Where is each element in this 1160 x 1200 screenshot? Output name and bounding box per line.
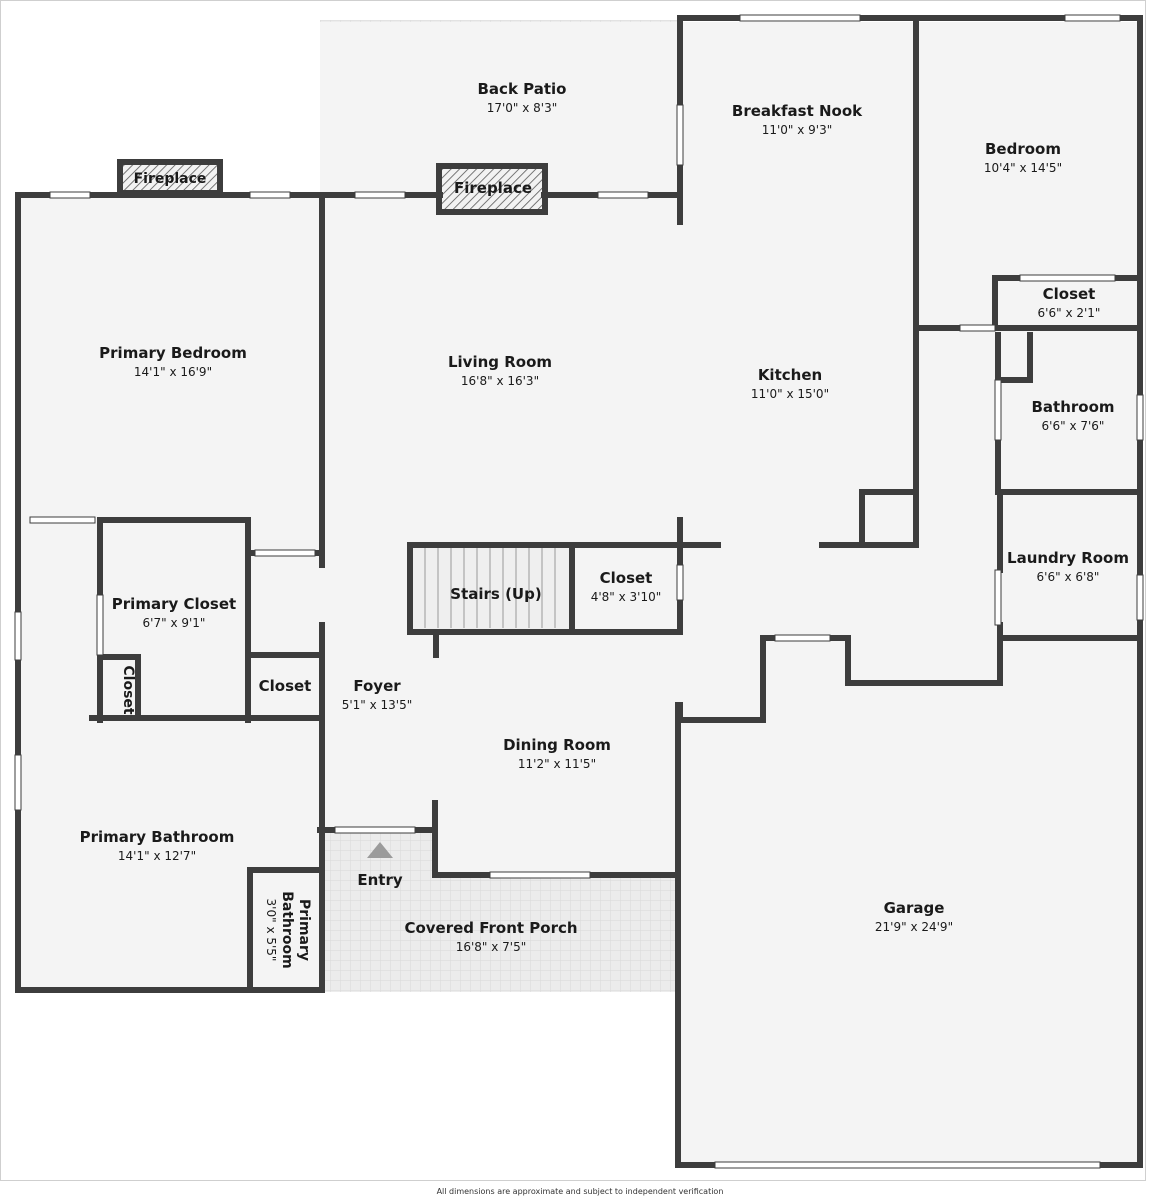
disclaimer: All dimensions are approximate and subje… [436,1187,724,1196]
foyer-name: Foyer [353,677,401,695]
hall-closet-name: Closet [259,677,312,695]
primary-closet-dims: 6'7" x 9'1" [143,616,206,630]
stairs-closet-dims: 4'8" x 3'10" [591,590,662,604]
primary-bedroom-name: Primary Bedroom [99,344,247,362]
entry-label: Entry [357,871,402,889]
fireplace-living-label: Fireplace [454,179,532,197]
breakfast-nook-name: Breakfast Nook [732,102,863,120]
garage-name: Garage [884,899,945,917]
dining-room-dims: 11'2" x 11'5" [518,757,596,771]
laundry-room-name: Laundry Room [1007,549,1129,567]
primary-closet-name: Primary Closet [112,595,236,613]
back-patio-name: Back Patio [478,80,567,98]
bedroom-closet-dims: 6'6" x 2'1" [1038,306,1101,320]
bathroom-name: Bathroom [1031,398,1114,416]
primary-bathroom-name: Primary Bathroom [80,828,235,846]
laundry-room-dims: 6'6" x 6'8" [1037,570,1100,584]
stairs-label: Stairs (Up) [450,585,541,603]
primary-bathroom-wc-label: Primary Bathroom 3'0" x 5'5" [264,891,312,969]
bedroom-name: Bedroom [985,140,1061,158]
walls [15,15,1143,1168]
small-closet-name: Closet [120,665,136,715]
wc-dims: 3'0" x 5'5" [264,899,278,962]
porch-name: Covered Front Porch [404,919,577,937]
bedroom-closet-name: Closet [1043,285,1096,303]
wc-name-line1: Primary [296,899,312,961]
bedroom-dims: 10'4" x 14'5" [984,161,1062,175]
back-patio-dims: 17'0" x 8'3" [487,101,558,115]
fireplace-primary-label: Fireplace [134,171,207,187]
bathroom-dims: 6'6" x 7'6" [1042,419,1105,433]
primary-bedroom-dims: 14'1" x 16'9" [134,365,212,379]
garage-dims: 21'9" x 24'9" [875,920,953,934]
page-frame [0,0,1146,1181]
living-room-name: Living Room [448,353,552,371]
wc-name-line2: Bathroom [279,891,295,969]
breakfast-nook-dims: 11'0" x 9'3" [762,123,833,137]
porch-dims: 16'8" x 7'5" [456,940,527,954]
entry-arrow-icon [367,842,393,858]
primary-bathroom-dims: 14'1" x 12'7" [118,849,196,863]
living-room-dims: 16'8" x 16'3" [461,374,539,388]
stair-treads [424,546,556,628]
stairs-closet-name: Closet [600,569,653,587]
fireplace-primary [117,159,223,196]
kitchen-dims: 11'0" x 15'0" [751,387,829,401]
kitchen-name: Kitchen [758,366,822,384]
dining-room-name: Dining Room [503,736,611,754]
fireplace-living [436,163,548,215]
windows [14,14,1144,1169]
foyer-dims: 5'1" x 13'5" [342,698,413,712]
interior-floor [18,22,1140,1165]
